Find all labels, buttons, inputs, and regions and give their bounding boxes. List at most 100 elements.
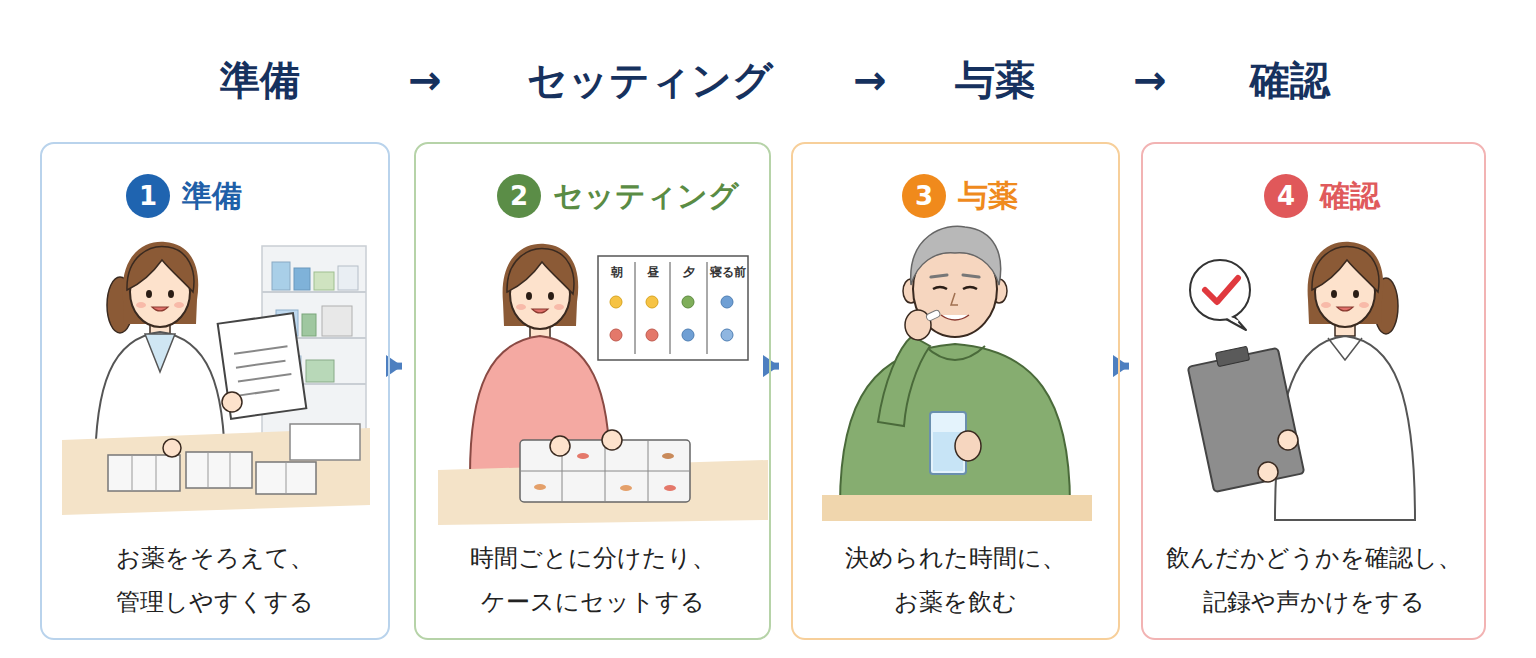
pharmacist-illustration-part (132, 455, 133, 491)
callout-number: 2 (497, 174, 541, 218)
step-description: 飲んだかどうかを確認し、 記録や声かけをする (1153, 536, 1474, 624)
pharmacist-illustration-part (230, 452, 231, 488)
nurse-illustration-part (1205, 278, 1238, 302)
schedule-column-header: 朝 (611, 265, 623, 279)
flow-arrow-glyph: → (408, 56, 442, 104)
flow-arrow (390, 363, 402, 370)
schedule-column-header: 夕 (683, 265, 695, 279)
caregiver-setting-illustration-part (610, 296, 622, 308)
pharmacist-illustration-part (262, 291, 366, 293)
pharmacist-illustration-part (222, 392, 242, 412)
callout-number: 1 (126, 174, 170, 218)
step-number-badge: 4 (1264, 174, 1308, 218)
caregiver-setting-illustration-part (598, 256, 748, 360)
pharmacist-illustration-part (294, 268, 310, 290)
step-panel: 2セッティング時間ごとに分けたり、 ケースにセットする (414, 142, 771, 640)
pharmacist-illustration-part (156, 455, 157, 491)
nurse-illustration-part (1278, 430, 1298, 450)
pharmacist-illustration-part (286, 462, 287, 494)
pharmacist-illustration-part-part (240, 390, 280, 396)
step-title: 確認 (1320, 178, 1380, 214)
caregiver-setting-illustration-part (602, 430, 622, 450)
flow-heading: セッティング (527, 56, 773, 104)
pharmacist-illustration-part (314, 272, 334, 290)
pharmacist-illustration-part (256, 462, 316, 494)
pharmacist-illustration-part (123, 242, 199, 327)
caregiver-setting-illustration-part (682, 329, 694, 341)
caregiver-setting-illustration-part (520, 440, 690, 502)
nurse-illustration-part (1275, 336, 1415, 520)
caregiver-setting-illustration-part (577, 453, 589, 459)
step-number-badge: 1 (126, 174, 170, 218)
nurse-illustration-part (1328, 338, 1362, 360)
pharmacist-illustration-part (272, 262, 290, 290)
caregiver-setting-illustration-part (707, 262, 708, 354)
pharmacist-illustration-part (218, 313, 307, 419)
pharmacist-illustration-part (338, 266, 358, 290)
flow-arrow-glyph: → (1133, 56, 1167, 104)
caregiver-setting-illustration-part (635, 262, 636, 354)
pharmacist-illustration-part-part (218, 313, 307, 419)
caregiver-setting-illustration-part (550, 436, 570, 456)
elderly-man-illustration-part-part (931, 275, 947, 277)
caregiver-setting-illustration-part (646, 296, 658, 308)
step-title: 与薬 (958, 178, 1018, 214)
caregiver-setting-illustration-part (503, 244, 579, 329)
step-number-badge: 2 (497, 174, 541, 218)
pharmacist-illustration-part (186, 452, 252, 488)
pharmacist-illustration-part (108, 455, 180, 491)
step-panel: 4 確認飲んだかどうかを確認し、 記録や声かけをする (1141, 142, 1486, 640)
nurse-illustration-part (1190, 260, 1250, 320)
caregiver-setting-illustration-part (620, 485, 632, 491)
pharmacist-illustration-part-part (238, 374, 291, 382)
step-number-badge: 3 (902, 174, 946, 218)
flow-heading: 与薬 (955, 56, 1035, 104)
caregiver-setting-illustration-part (534, 484, 546, 490)
pharmacist-illustration-part-part (236, 361, 286, 368)
pharmacist-illustration (62, 242, 370, 515)
elderly-man-illustration-part (925, 346, 985, 360)
pharmacist-illustration-part (145, 334, 175, 372)
nurse-illustration-part (1226, 316, 1238, 322)
step-title: 準備 (182, 178, 242, 214)
caregiver-setting-illustration-part (721, 296, 733, 308)
caregiver-setting-illustration-part (664, 485, 676, 491)
nurse-illustration-part (1258, 462, 1278, 482)
elderly-man-illustration-part-part (963, 287, 977, 289)
pharmacist-illustration-part (322, 306, 352, 336)
caregiver-setting-illustration (438, 244, 768, 525)
pharmacist-illustration-part (208, 452, 209, 488)
callout-number: 3 (902, 174, 946, 218)
elderly-man-illustration-part (955, 431, 981, 461)
elderly-man-illustration-part (840, 344, 1070, 505)
step-panel: 3 与薬決められた時間に、 お薬を飲む (791, 142, 1120, 640)
caregiver-setting-illustration-part (662, 453, 674, 459)
flow-arrow (1120, 363, 1129, 370)
elderly-man-illustration-part-part (933, 287, 947, 289)
schedule-column-header: 昼 (647, 265, 659, 279)
flow-arrow (771, 363, 779, 370)
elderly-man-illustration-part-part (963, 275, 979, 277)
step-description: お薬をそろえて、 管理しやすくする (52, 536, 378, 624)
pharmacist-illustration-part-part (234, 346, 287, 354)
nurse-illustration-part (1186, 340, 1304, 492)
caregiver-setting-illustration-part (610, 329, 622, 341)
pharmacist-illustration-part (306, 360, 334, 382)
pharmacist-illustration-part (163, 439, 181, 457)
nurse-illustration-part-part (1188, 348, 1305, 492)
elderly-man-illustration-part (878, 336, 930, 426)
nurse-illustration (1186, 242, 1415, 520)
caregiver-setting-illustration-part (520, 471, 690, 472)
flow-heading: 確認 (1250, 56, 1330, 104)
elderly-man-illustration-part-part (911, 226, 1001, 285)
pharmacist-illustration-part (290, 424, 360, 460)
elderly-man-illustration-part-part (941, 315, 969, 320)
step-description: 決められた時間に、 お薬を飲む (803, 536, 1108, 624)
caregiver-setting-illustration-part (682, 296, 694, 308)
step-panel: 1 準備お薬をそろえて、 管理しやすくする (40, 142, 390, 640)
flow-arrow-glyph: → (853, 56, 887, 104)
callout-number: 4 (1264, 174, 1308, 218)
elderly-man-illustration (822, 226, 1092, 521)
pharmacist-illustration-part (302, 314, 316, 336)
